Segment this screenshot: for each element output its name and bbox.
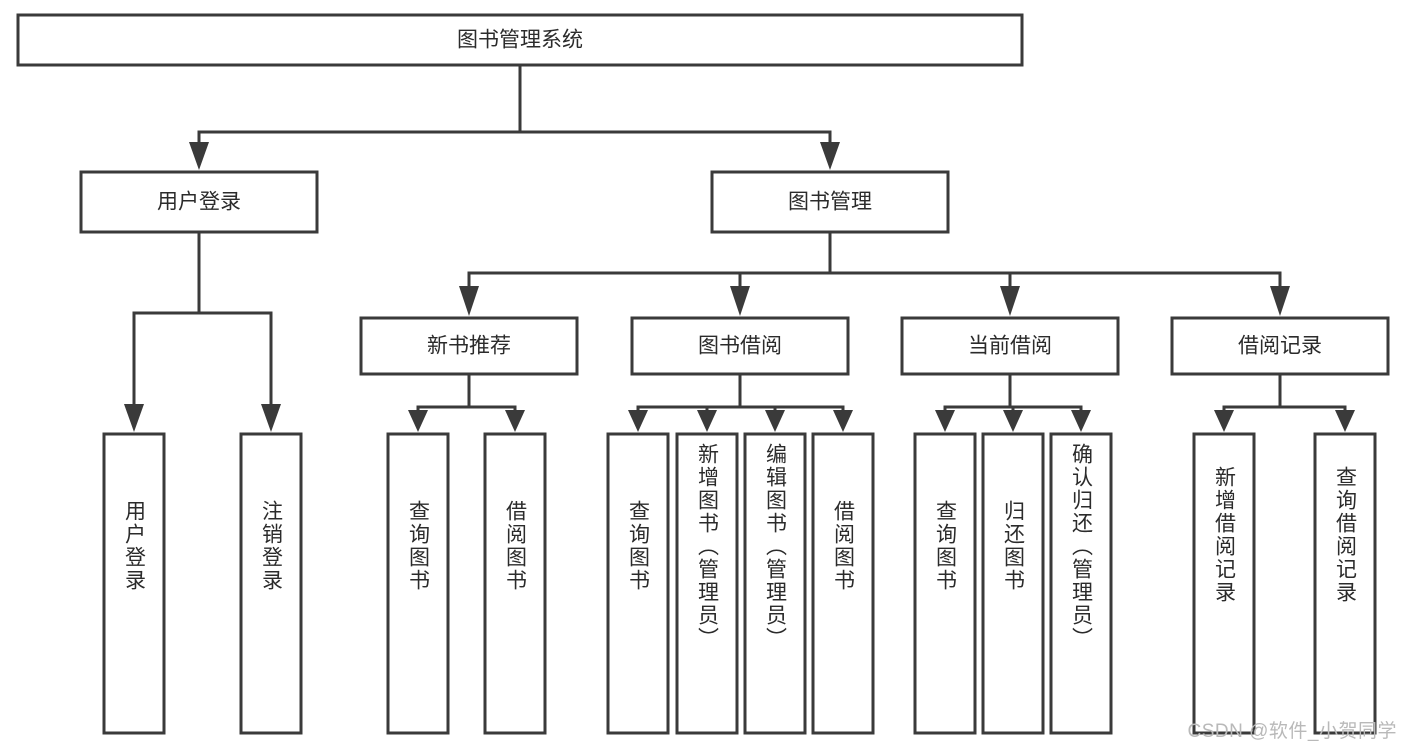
arrow-root-to-user-login — [189, 142, 209, 170]
node-label-new-book-recommend: 新书推荐 — [427, 335, 511, 358]
arrow-recommend-l1 — [408, 410, 428, 432]
node-box-leaf-user-login[interactable] — [102, 432, 166, 735]
arrow-borrow-l1 — [628, 410, 648, 432]
arrow-record-l1 — [1214, 410, 1234, 432]
node-box-book-borrow[interactable] — [630, 316, 850, 376]
arrow-root-to-book-manage — [820, 142, 840, 170]
arrow-borrow-l2 — [697, 410, 717, 432]
node-box-leaf-query-book-borrow[interactable] — [606, 432, 670, 735]
arrow-record-l2 — [1335, 410, 1355, 432]
node-box-current-borrow[interactable] — [900, 316, 1120, 376]
arrow-user-login-l2 — [261, 404, 281, 432]
node-box-new-book-recommend[interactable] — [359, 316, 579, 376]
node-box-leaf-add-book-admin[interactable] — [675, 432, 739, 735]
node-box-leaf-edit-book-admin[interactable] — [743, 432, 807, 735]
arrow-current-l1 — [935, 410, 955, 432]
arrow-user-login-l1 — [124, 404, 144, 432]
node-layer: 图书管理系统 用户登录 图书管理 新书推荐 图书借阅 当前借阅 借阅记录 — [16, 13, 1390, 735]
node-box-leaf-confirm-return-admin[interactable] — [1049, 432, 1113, 735]
node-label-current-borrow: 当前借阅 — [968, 335, 1052, 358]
node-box-leaf-query-borrow-record[interactable] — [1313, 432, 1377, 735]
watermark-text: CSDN @软件_小贺同学 — [1187, 721, 1397, 742]
node-box-leaf-query-book-recommend[interactable] — [386, 432, 450, 735]
node-label-user-login: 用户登录 — [157, 191, 241, 214]
node-box-borrow-record[interactable] — [1170, 316, 1390, 376]
arrow-bm-c2 — [730, 286, 750, 316]
node-label-book-manage: 图书管理 — [788, 191, 872, 214]
node-box-user-login[interactable] — [79, 170, 319, 234]
arrow-bm-c4 — [1270, 286, 1290, 316]
arrow-borrow-l4 — [833, 410, 853, 432]
node-box-leaf-logout-login[interactable] — [239, 432, 303, 735]
node-box-root[interactable] — [16, 13, 1024, 67]
arrow-bm-c1 — [459, 286, 479, 316]
node-box-leaf-add-borrow-record[interactable] — [1192, 432, 1256, 735]
node-box-leaf-borrow-book-recommend[interactable] — [483, 432, 547, 735]
node-box-book-manage[interactable] — [710, 170, 950, 234]
arrow-borrow-l3 — [765, 410, 785, 432]
node-label-root: 图书管理系统 — [457, 29, 583, 52]
arrow-current-l3 — [1071, 410, 1091, 432]
arrow-bm-c3 — [1000, 286, 1020, 316]
node-label-borrow-record: 借阅记录 — [1238, 335, 1322, 358]
node-box-leaf-return-book[interactable] — [981, 432, 1045, 735]
arrow-current-l2 — [1003, 410, 1023, 432]
node-box-leaf-borrow-book[interactable] — [811, 432, 875, 735]
arrow-recommend-l2 — [505, 410, 525, 432]
node-box-leaf-query-book-current[interactable] — [913, 432, 977, 735]
node-label-book-borrow: 图书借阅 — [698, 335, 782, 358]
connector-layer — [124, 63, 1355, 432]
